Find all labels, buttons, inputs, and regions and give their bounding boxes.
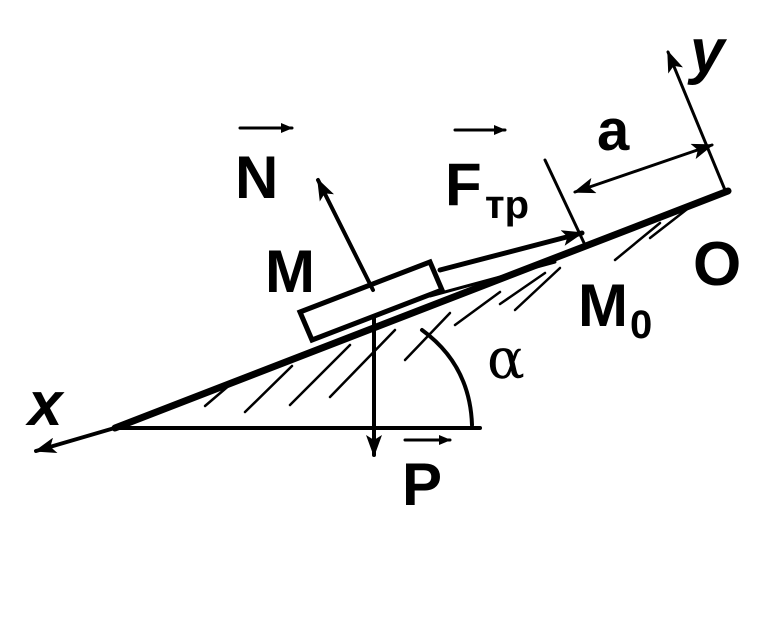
incline-surface [111, 187, 732, 432]
label-x: x [25, 370, 65, 439]
block-m [296, 258, 446, 344]
x-axis [34, 425, 120, 454]
force-f-arrow-lower [428, 260, 557, 298]
label-a: a [597, 98, 630, 163]
y-axis [666, 50, 727, 192]
m0-tick [543, 158, 587, 247]
label-o: O [693, 230, 741, 299]
distance-a-arrow [573, 143, 714, 194]
label-n: N [235, 144, 278, 211]
label-f: F [445, 151, 482, 218]
force-n-arrow [316, 178, 375, 292]
label-alpha: α [487, 327, 525, 392]
incline-hatching [203, 201, 697, 414]
label-f-sub: тр [485, 183, 529, 227]
angle-arc [420, 328, 474, 427]
force-f-arrow [437, 230, 585, 273]
label-y: y [687, 17, 728, 86]
label-p: P [402, 451, 442, 518]
label-m: M [265, 238, 315, 305]
label-m0: M [578, 272, 628, 339]
label-m0-sub: 0 [630, 303, 652, 347]
